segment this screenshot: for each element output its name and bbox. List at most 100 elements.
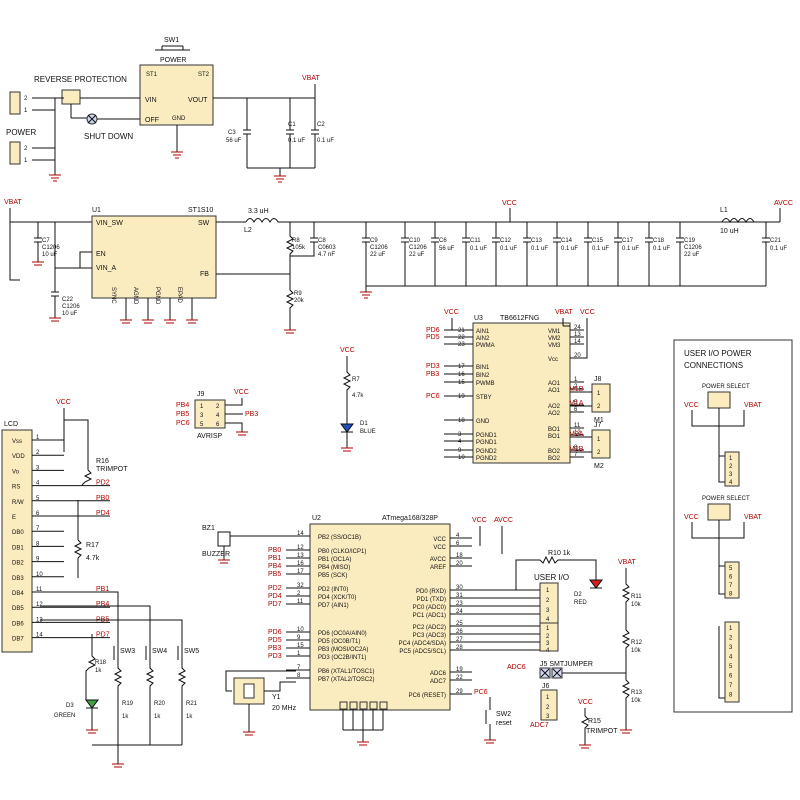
u3-pin-number: 15 bbox=[458, 380, 465, 386]
u2-pin-name: PD0 (RXD) bbox=[416, 589, 446, 595]
svg-text:1: 1 bbox=[24, 158, 28, 164]
svg-text:22 uF: 22 uF bbox=[409, 252, 425, 258]
header-pin-number: 8 bbox=[729, 592, 733, 598]
svg-text:J8: J8 bbox=[594, 376, 602, 383]
svg-text:VCC: VCC bbox=[444, 309, 459, 316]
u2-pin-name: PD5 (OC0B/T1) bbox=[318, 639, 360, 645]
u3-net-label: PB3 bbox=[426, 371, 439, 378]
power-select-1 bbox=[707, 391, 731, 409]
svg-text:ST2: ST2 bbox=[198, 72, 210, 78]
u3-pin-number: 11 bbox=[574, 423, 581, 429]
header-pin-number: 1 bbox=[729, 626, 733, 632]
svg-text:ST1S10: ST1S10 bbox=[188, 207, 213, 214]
svg-text:4: 4 bbox=[546, 617, 550, 623]
svg-text:C1206: C1206 bbox=[684, 245, 702, 251]
svg-text:VCC: VCC bbox=[684, 514, 699, 521]
svg-text:R17: R17 bbox=[86, 542, 99, 549]
svg-text:C1206: C1206 bbox=[42, 245, 60, 251]
u2-pin-number: 4 bbox=[456, 533, 460, 539]
u3-pin-name: PGND2 bbox=[476, 456, 497, 462]
svg-text:BUZZER: BUZZER bbox=[202, 551, 230, 558]
u3-pin-number: 18 bbox=[458, 418, 465, 424]
u2-net-label: PD6 bbox=[268, 629, 282, 636]
svg-text:USER I/O POWER: USER I/O POWER bbox=[684, 349, 752, 358]
svg-text:0.1 uF: 0.1 uF bbox=[317, 138, 334, 144]
svg-text:USER I/O: USER I/O bbox=[534, 573, 569, 582]
svg-text:TB6612FNG: TB6612FNG bbox=[500, 315, 539, 322]
u3-pin-name: AIN1 bbox=[476, 329, 490, 335]
u2-pin-number: 22 bbox=[456, 675, 463, 681]
svg-text:10k: 10k bbox=[631, 602, 642, 608]
svg-text:2: 2 bbox=[597, 450, 601, 456]
lcd-pin-name: RS bbox=[12, 485, 20, 491]
lcd-pin-name: DB4 bbox=[12, 591, 24, 597]
u2-pin-name: PD2 (INT0) bbox=[318, 587, 348, 593]
svg-text:0.1 uF: 0.1 uF bbox=[470, 246, 487, 252]
svg-text:R19: R19 bbox=[122, 701, 134, 707]
u3-pin-number: 23 bbox=[458, 342, 465, 348]
u2-pin-name: PC3 (ADC3) bbox=[413, 633, 446, 639]
u3-pin-name: VM1 bbox=[548, 329, 561, 335]
u3-pin-number: 1 bbox=[574, 377, 578, 383]
u2-net-label: PD7 bbox=[268, 601, 282, 608]
svg-text:ST1: ST1 bbox=[146, 72, 158, 78]
svg-text:J5 SMTJUMPER: J5 SMTJUMPER bbox=[540, 661, 593, 668]
svg-text:20k: 20k bbox=[294, 298, 305, 304]
svg-text:VOUT: VOUT bbox=[188, 97, 208, 104]
svg-text:R13: R13 bbox=[631, 690, 643, 696]
svg-text:PC6: PC6 bbox=[176, 420, 190, 427]
svg-text:C13: C13 bbox=[531, 238, 543, 244]
u3-pin-name: PGND2 bbox=[476, 449, 497, 455]
svg-text:R15: R15 bbox=[588, 718, 601, 725]
svg-text:1: 1 bbox=[546, 626, 550, 632]
svg-text:VCC: VCC bbox=[684, 402, 699, 409]
svg-text:BLUE: BLUE bbox=[360, 429, 376, 435]
svg-text:5: 5 bbox=[200, 422, 204, 428]
u2-pin-name: PD3 (OC2B/INT1) bbox=[318, 655, 366, 661]
power-connector-1 bbox=[9, 91, 21, 115]
lcd-pin-number: 13 bbox=[36, 617, 43, 623]
u2-pin-name: PB7 (XTAL2/TOSC2) bbox=[318, 677, 374, 683]
user-io-power-frame bbox=[673, 339, 793, 713]
u2-pin-number: 31 bbox=[456, 593, 463, 599]
svg-text:VCC: VCC bbox=[580, 309, 595, 316]
svg-text:AGND: AGND bbox=[132, 287, 138, 305]
u2-pin-name: PD1 (TXD) bbox=[417, 597, 446, 603]
u1-st1s10-chip bbox=[91, 215, 217, 299]
lcd-net-label: PD7 bbox=[96, 632, 110, 639]
svg-text:C6: C6 bbox=[439, 238, 447, 244]
u3-pin-name: PGND1 bbox=[476, 433, 497, 439]
svg-text:U1: U1 bbox=[92, 207, 101, 214]
svg-text:2: 2 bbox=[24, 96, 28, 102]
u3-pin-number: 19 bbox=[458, 394, 465, 400]
svg-text:R8: R8 bbox=[292, 238, 300, 244]
svg-text:C1206: C1206 bbox=[370, 245, 388, 251]
svg-text:VBAT: VBAT bbox=[744, 402, 762, 409]
lcd-pin-name: DB5 bbox=[12, 606, 24, 612]
u2-pin-number: 13 bbox=[297, 553, 304, 559]
u2-net-label: PD5 bbox=[268, 637, 282, 644]
svg-text:ATmega168/328P: ATmega168/328P bbox=[382, 515, 438, 522]
svg-text:SYNC: SYNC bbox=[110, 287, 116, 304]
u3-pin-number: 3 bbox=[458, 432, 462, 438]
u2-pin-number: 16 bbox=[297, 561, 304, 567]
svg-text:C7: C7 bbox=[42, 238, 50, 244]
svg-text:PB4: PB4 bbox=[176, 402, 189, 409]
u2-pin-number: 6 bbox=[456, 541, 460, 547]
svg-text:AVCC: AVCC bbox=[494, 517, 513, 524]
svg-text:2: 2 bbox=[24, 146, 28, 152]
svg-text:R21: R21 bbox=[186, 701, 198, 707]
svg-text:L2: L2 bbox=[244, 227, 252, 234]
svg-text:1k: 1k bbox=[122, 714, 129, 720]
svg-text:SW3: SW3 bbox=[120, 648, 135, 655]
u3-pin-name: AO2 bbox=[548, 411, 561, 417]
avrisp-section: J9 1 2 3 4 5 6 PB4 PB5 PC6 PB3 AVRISP VC… bbox=[176, 389, 258, 440]
lcd-pin-number: 8 bbox=[36, 541, 40, 547]
u2-pin-number: 11 bbox=[297, 599, 304, 605]
svg-text:SW4: SW4 bbox=[152, 648, 167, 655]
u3-pin-number: 10 bbox=[458, 455, 465, 461]
u3-net-label: PD3 bbox=[426, 363, 440, 370]
